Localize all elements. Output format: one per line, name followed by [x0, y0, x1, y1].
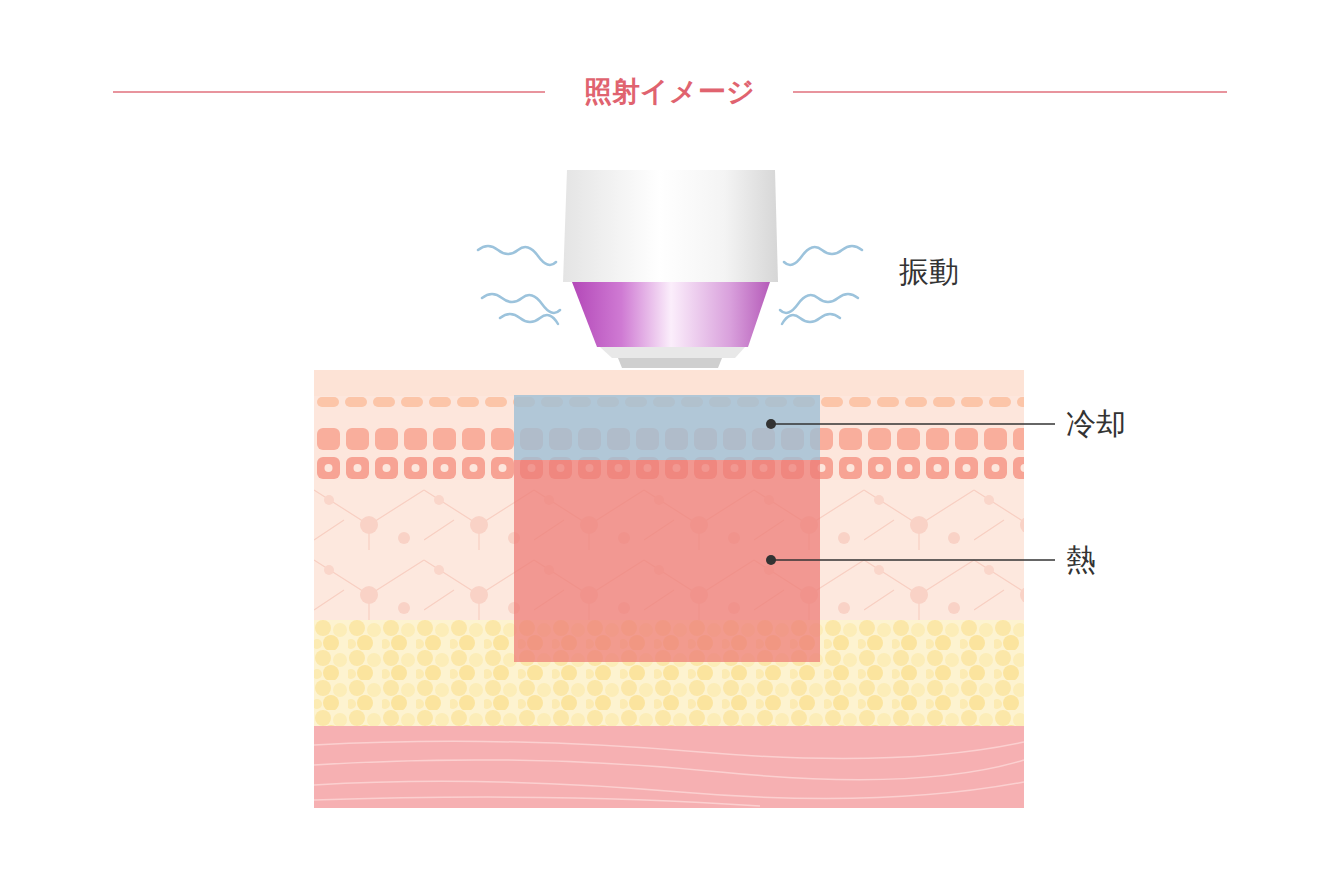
- callout-label: 振動: [899, 257, 959, 287]
- title: 照射イメージ: [576, 78, 763, 106]
- callout-label: 熱: [1066, 545, 1096, 575]
- callout-label: 冷却: [1066, 409, 1126, 439]
